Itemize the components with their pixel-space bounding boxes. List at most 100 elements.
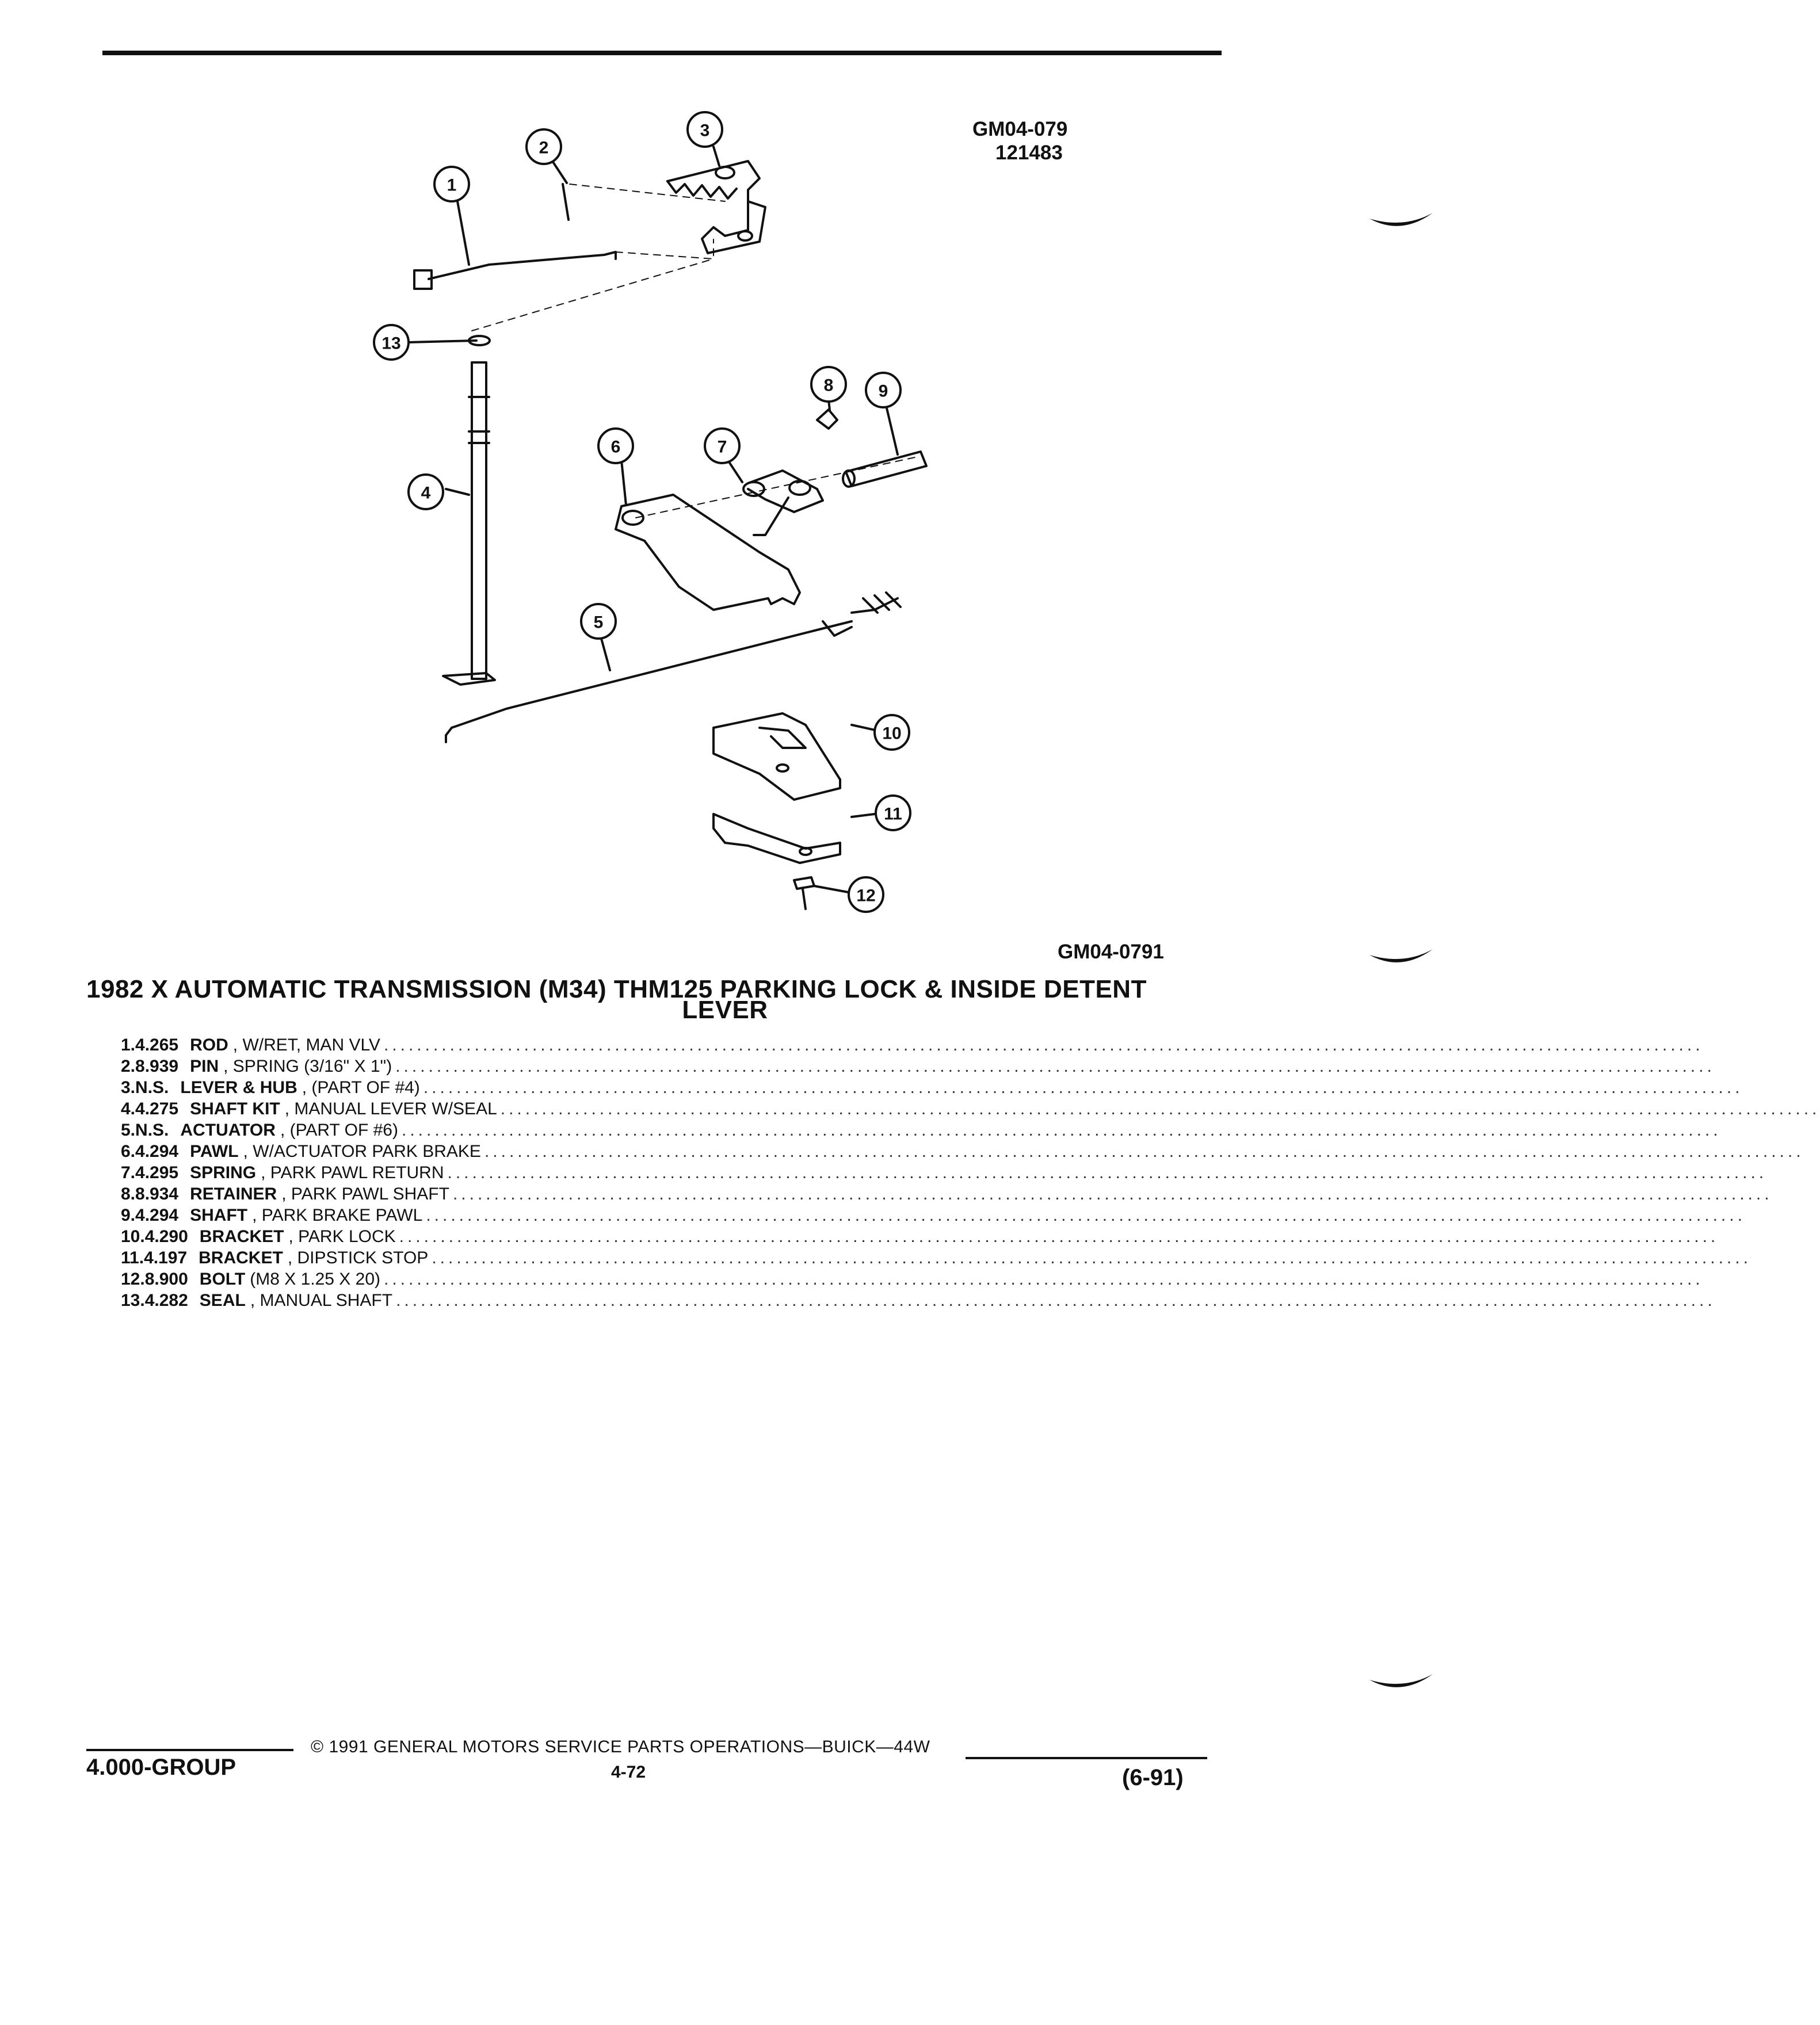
callout-3: 3: [700, 121, 710, 140]
part-shaft: [471, 361, 487, 680]
footer-group-label: 4.000-GROUP: [86, 1755, 236, 1780]
footer-copyright: © 1991 GENERAL MOTORS SERVICE PARTS OPER…: [311, 1737, 930, 1756]
part-group-code: 4.197: [144, 1248, 188, 1267]
part-name: BRACKET: [199, 1227, 284, 1246]
part-number: 3.: [121, 1078, 136, 1097]
parts-list-row: 5.N.S.ACTUATOR, (PART OF #6)............…: [121, 1120, 1718, 1141]
part-group-code: 4.294: [135, 1206, 179, 1225]
part-description: , W/RET, MAN VLV: [232, 1036, 380, 1054]
parts-list-row: 2.8.939 PIN, SPRING (3/16" X 1").........…: [121, 1056, 1712, 1077]
part-description: , PARK LOCK: [288, 1227, 396, 1246]
leader-dots: ........................................…: [383, 1036, 1704, 1054]
part-description: , MANUAL LEVER W/SEAL: [284, 1099, 497, 1118]
figure-code-top: GM04-079: [972, 118, 1068, 140]
part-name: BOLT: [199, 1270, 246, 1289]
part-number: 10.: [121, 1227, 145, 1246]
leader-dots: ........................................…: [423, 1078, 1743, 1097]
part-name: SPRING: [190, 1163, 257, 1182]
part-retainer: [816, 408, 838, 430]
figure-code-bottom: GM04-0791: [1058, 941, 1164, 963]
part-name: PIN: [190, 1057, 219, 1076]
callout-10: 10: [882, 724, 901, 743]
parts-list-row: 3.N.S.LEVER & HUB, (PART OF #4).........…: [121, 1077, 1739, 1098]
part-description: , PARK PAWL SHAFT: [281, 1185, 449, 1203]
footer-revision-date: (6-91): [1122, 1765, 1184, 1790]
leader-dots: ........................................…: [402, 1121, 1722, 1140]
top-rule: [102, 51, 1222, 55]
leader-dots: ........................................…: [447, 1163, 1768, 1182]
leader-dots: ........................................…: [452, 1185, 1773, 1203]
part-actuator: [451, 620, 853, 729]
part-number: 1.: [121, 1036, 136, 1054]
part-description: , SPRING (3/16" X 1"): [223, 1057, 392, 1076]
part-description: , MANUAL SHAFT: [250, 1291, 393, 1310]
part-group-code: N.S.: [135, 1078, 169, 1097]
section-title-line2: LEVER: [682, 996, 768, 1024]
leader-dots: ........................................…: [399, 1227, 1719, 1246]
part-number: 13.: [121, 1291, 145, 1310]
part-number: 12.: [121, 1270, 145, 1289]
part-spring: [747, 469, 824, 536]
part-description: , (PART OF #4): [302, 1078, 420, 1097]
callout-4: 4: [421, 484, 431, 503]
part-description: , (PART OF #6): [280, 1121, 398, 1140]
part-park-brake-shaft: [845, 450, 928, 487]
leader-dots: ........................................…: [484, 1142, 1804, 1161]
callout-2: 2: [539, 139, 549, 158]
part-description: , PARK PAWL RETURN: [261, 1163, 444, 1182]
scan-mark: [1369, 949, 1433, 962]
part-spring-pin: [562, 183, 570, 221]
part-lever-hub: [666, 160, 766, 254]
figure-code-top-sub: 121483: [995, 142, 1063, 164]
footer-rule-left: [86, 1749, 293, 1751]
leader-dots: ........................................…: [500, 1099, 1820, 1118]
part-name: PAWL: [190, 1142, 239, 1161]
footer-rule-right: [966, 1757, 1207, 1759]
leader-dots: ........................................…: [395, 1057, 1715, 1076]
part-number: 9.: [121, 1206, 136, 1225]
part-group-code: 4.294: [135, 1142, 179, 1161]
part-description: , DIPSTICK STOP: [287, 1248, 429, 1267]
part-lever-hub-teeth: [666, 180, 738, 200]
part-group-code: 8.939: [135, 1057, 179, 1076]
scan-mark: [1369, 213, 1433, 226]
section-title: 1982 X AUTOMATIC TRANSMISSION (M34) THM1…: [86, 977, 1231, 1023]
part-bolt: [793, 876, 815, 910]
part-name: BRACKET: [199, 1248, 283, 1267]
part-group-code: 4.265: [135, 1036, 179, 1054]
part-name: SHAFT: [190, 1206, 248, 1225]
callout-12: 12: [856, 887, 875, 905]
part-number: 7.: [121, 1163, 136, 1182]
part-name: SHAFT KIT: [190, 1099, 280, 1118]
part-number: 2.: [121, 1057, 136, 1076]
part-name: ACTUATOR: [180, 1121, 276, 1140]
part-group-code: 4.275: [135, 1099, 179, 1118]
leader-dots: ........................................…: [396, 1291, 1716, 1310]
callout-6: 6: [611, 438, 621, 457]
part-name: LEVER & HUB: [180, 1078, 297, 1097]
part-number: 5.: [121, 1121, 136, 1140]
exploded-view-svg: 2 3 1 13 4 6 7 8 9 5 10 11 12: [373, 111, 928, 913]
part-group-code: 4.295: [135, 1163, 179, 1182]
callout-9: 9: [879, 382, 888, 401]
part-number: 8.: [121, 1185, 136, 1203]
part-pawl: [615, 494, 801, 611]
part-name: SEAL: [199, 1291, 246, 1310]
callout-1: 1: [447, 176, 457, 195]
part-dipstick-bracket: [712, 813, 841, 864]
part-rod: [428, 251, 617, 280]
exploded-parts-diagram: 2 3 1 13 4 6 7 8 9 5 10 11 12: [345, 92, 949, 913]
callout-11: 11: [884, 805, 902, 824]
callout-5: 5: [594, 613, 604, 632]
leader-dots: ........................................…: [432, 1248, 1752, 1267]
